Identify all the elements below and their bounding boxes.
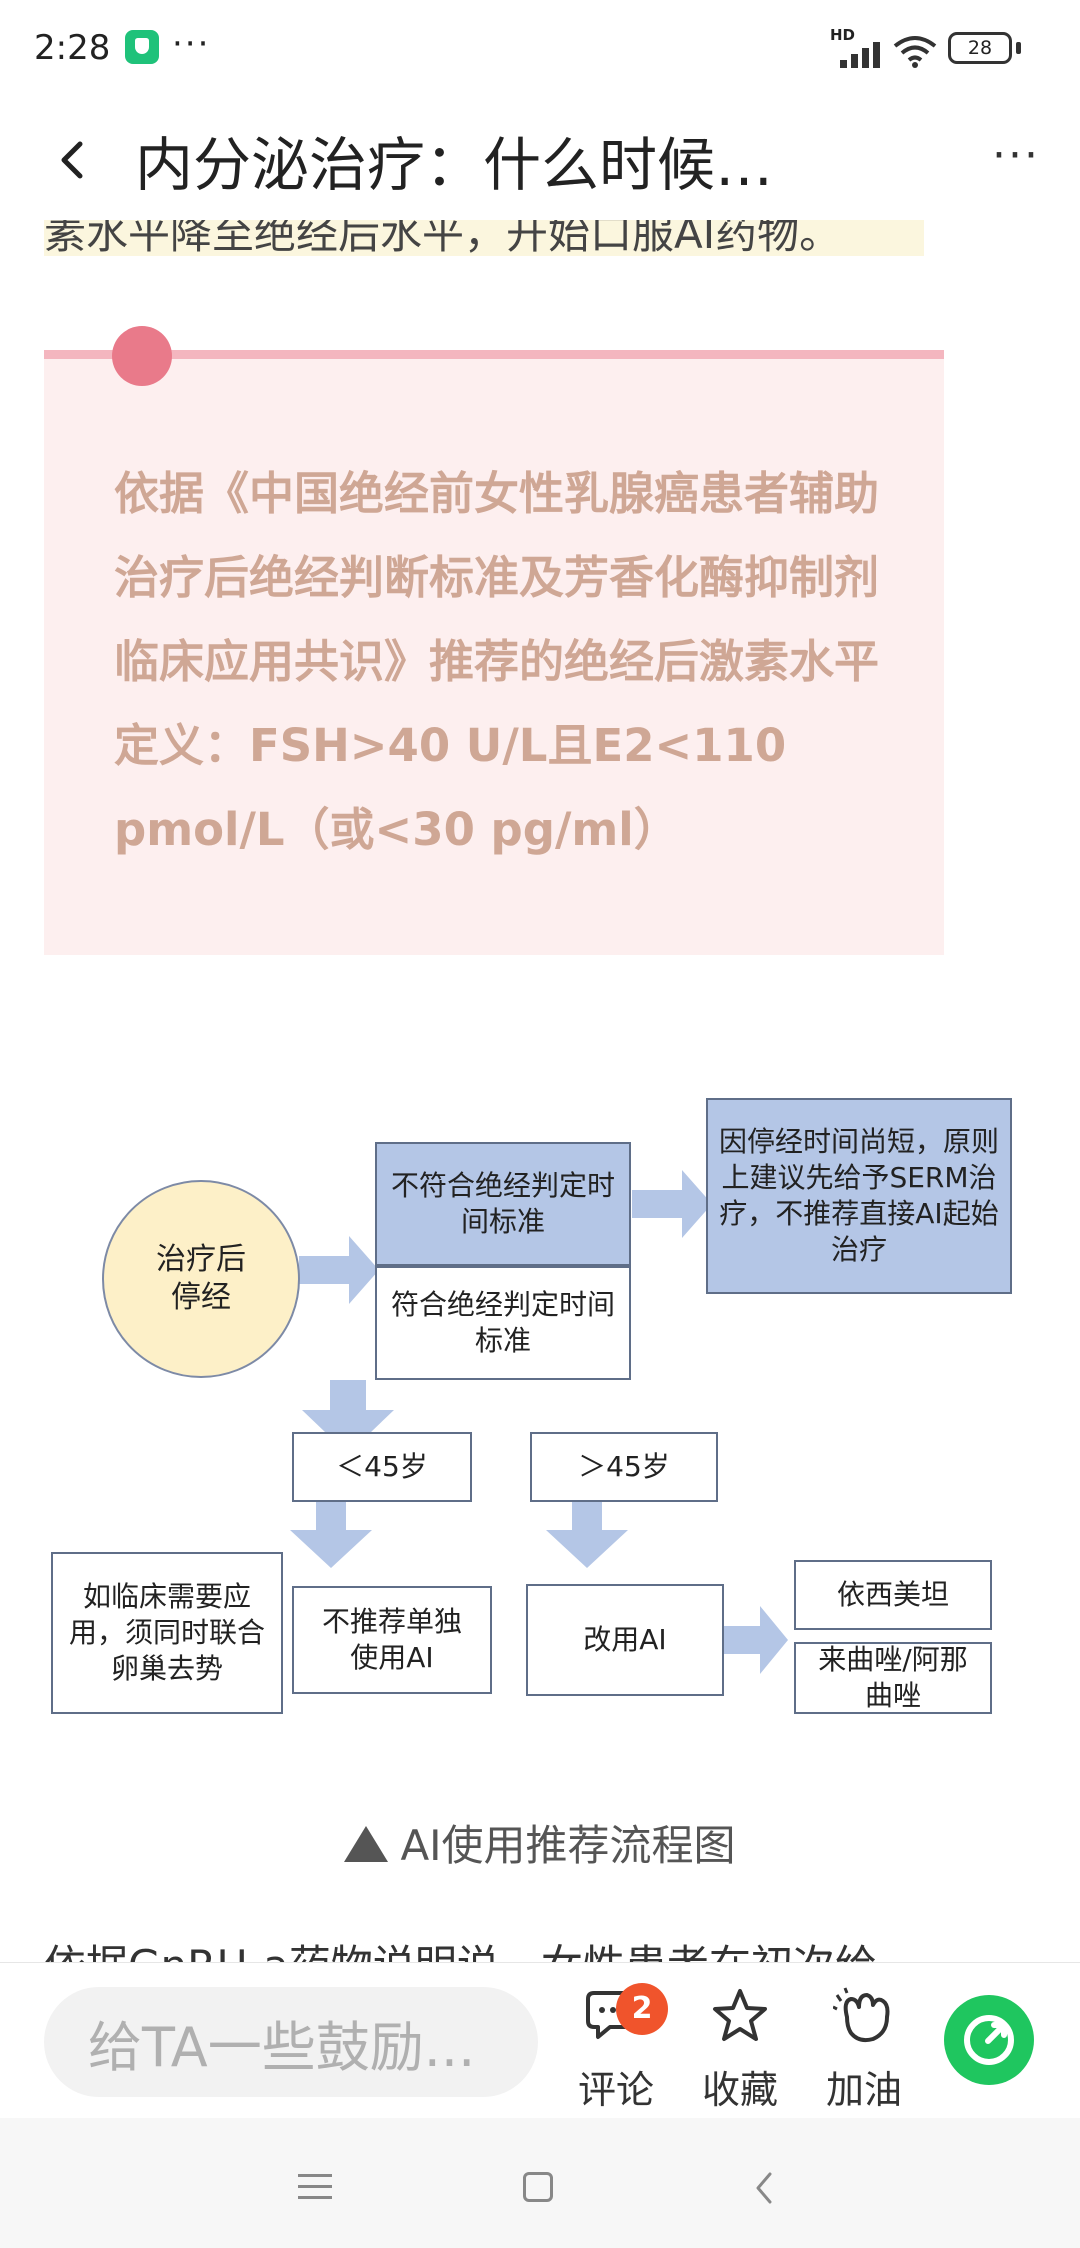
quote-dot-marker (112, 326, 172, 386)
cheer-label: 加油 (825, 2068, 902, 2112)
flow-meet-box: 符合绝经判定时间标准 (375, 1266, 631, 1380)
nav-back-icon[interactable] (752, 2170, 776, 2206)
system-nav-bar (0, 2118, 1080, 2248)
favorite-label: 收藏 (701, 2068, 778, 2112)
flow-start-circle: 治疗后停经 (102, 1180, 300, 1378)
flow-not-meet-box: 不符合绝经判定时间标准 (375, 1142, 631, 1266)
flow-meet-label: 符合绝经判定时间标准 (390, 1288, 615, 1357)
figure-caption: AI使用推荐流程图 (0, 1812, 1080, 1873)
partial-paragraph-bottom: 依据GnRH-a药物说明说，女性患者在初次给 (44, 1936, 1024, 1962)
comment-input[interactable]: 给TA一些鼓励... (44, 1987, 538, 2097)
comment-count-badge: 2 (616, 1983, 668, 2035)
flow-if-needed-label: 如临床需要应用，须同时联合卵巢去势 (68, 1580, 265, 1685)
flow-serm-note-label: 因停经时间尚短，原则上建议先给予SERM治疗，不推荐直接AI起始治疗 (718, 1125, 999, 1266)
quote-divider (44, 350, 944, 359)
quote-box: 依据《中国绝经前女性乳腺癌患者辅助治疗后绝经判断标准及芳香化酶抑制剂临床应用共识… (44, 326, 944, 955)
back-arrow-icon[interactable] (48, 130, 98, 190)
arrow-start-to-branch (299, 1236, 379, 1304)
battery-tip (1016, 42, 1021, 54)
comment-placeholder: 给TA一些鼓励... (88, 2015, 476, 2079)
status-bar: 2:28 ··· HD 28 (0, 0, 1080, 100)
flow-drug-1-box: 依西美坦 (794, 1560, 992, 1630)
partial-paragraph-top: 素水平降至绝经后水平，开始口服AI药物。 (44, 202, 924, 256)
hd-label: HD (830, 26, 856, 44)
star-icon (713, 1989, 767, 2041)
signal-icon (840, 42, 880, 68)
quote-text: 依据《中国绝经前女性乳腺癌患者辅助治疗后绝经判断标准及芳香化酶抑制剂临床应用共识… (114, 467, 880, 856)
comment-label: 评论 (577, 2068, 654, 2112)
arrow-under-45 (290, 1502, 372, 1568)
status-indicators: HD 28 (830, 26, 1040, 72)
flow-over-45-box: ＞45岁 (530, 1432, 718, 1502)
flow-over-45-label: ＞45岁 (578, 1450, 670, 1483)
flow-not-recommended-label: 不推荐单独使用AI (321, 1605, 462, 1674)
home-icon[interactable] (523, 2172, 553, 2202)
notification-dots: ··· (172, 24, 211, 64)
flow-not-meet-label: 不符合绝经判定时间标准 (390, 1169, 615, 1238)
cheer-button[interactable]: 加油 (814, 1987, 914, 2112)
share-button[interactable] (944, 1995, 1034, 2085)
flow-not-recommended-box: 不推荐单独使用AI (292, 1586, 492, 1694)
flow-start-label: 治疗后停经 (156, 1242, 246, 1315)
flow-under-45-box: ＜45岁 (292, 1432, 472, 1502)
arrow-to-serm-note (632, 1170, 712, 1238)
arrow-over-45 (546, 1502, 628, 1568)
ai-flowchart: 治疗后停经 不符合绝经判定时间标准 因停经时间尚短，原则上建议先给予SERM治疗… (44, 1090, 1024, 1730)
flow-switch-ai-box: 改用AI (526, 1584, 724, 1696)
flow-under-45-label: ＜45岁 (336, 1450, 428, 1483)
comment-button[interactable]: 2 评论 (566, 1983, 668, 2112)
flow-drug-2-box: 来曲唑/阿那曲唑 (794, 1642, 992, 1714)
arrow-to-drugs (724, 1606, 788, 1674)
action-bar: 给TA一些鼓励... 2 评论 收藏 加油 (0, 1962, 1080, 2117)
partial-paragraph-bottom-text: 依据GnRH-a药物说明说，女性患者在初次给 (44, 1936, 877, 1962)
favorite-button[interactable]: 收藏 (690, 1987, 790, 2112)
menu-icon[interactable] (298, 2174, 332, 2200)
battery-icon: 28 (948, 32, 1012, 64)
arrow-down-split (302, 1380, 394, 1454)
wifi-icon (893, 36, 937, 68)
title-bar: 内分泌治疗：什么时候… ··· (0, 100, 1080, 220)
flow-if-needed-box: 如临床需要应用，须同时联合卵巢去势 (51, 1552, 283, 1714)
triangle-icon (344, 1826, 389, 1862)
more-icon[interactable]: ··· (992, 130, 1040, 181)
clap-hand-icon (833, 1987, 890, 2043)
figure-caption-text: AI使用推荐流程图 (400, 1821, 736, 1870)
status-time: 2:28 (34, 28, 111, 68)
security-shield-icon (125, 30, 159, 64)
flow-serm-note-box: 因停经时间尚短，原则上建议先给予SERM治疗，不推荐直接AI起始治疗 (706, 1098, 1012, 1294)
page-title: 内分泌治疗：什么时候… (135, 131, 774, 199)
flow-drug-1-label: 依西美坦 (836, 1578, 949, 1611)
share-icon (964, 2015, 1014, 2065)
flow-switch-ai-label: 改用AI (583, 1623, 667, 1656)
flow-arrows (290, 1170, 788, 1674)
flow-drug-2-label: 来曲唑/阿那曲唑 (818, 1643, 968, 1712)
